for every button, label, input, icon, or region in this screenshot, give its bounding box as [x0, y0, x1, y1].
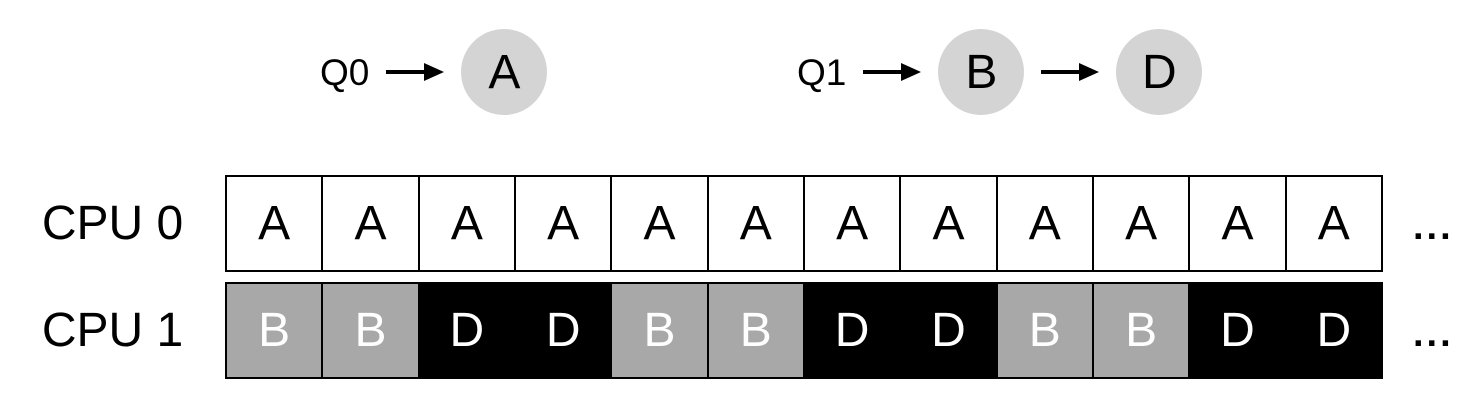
- timeslice-cell-d: D: [1284, 282, 1383, 379]
- timeslice-cell-a: A: [1284, 175, 1383, 272]
- arrow-line: [386, 70, 425, 74]
- timeslice-cell-d: D: [417, 282, 516, 379]
- timeslice-cell-d: D: [802, 282, 902, 379]
- arrow-line: [1041, 70, 1080, 74]
- queue-q1: Q1 B D: [797, 28, 1203, 116]
- timeslice-cell-b: B: [321, 282, 420, 379]
- timeslice-cell-b: B: [995, 282, 1094, 379]
- arrow-head: [424, 63, 445, 81]
- timeslice-cell-d: D: [513, 282, 613, 379]
- timeslice-cell-a: A: [513, 175, 613, 272]
- job-circle-b: B: [938, 29, 1025, 115]
- timeslice-cell-a: A: [225, 175, 324, 272]
- timeslice-cell-a: A: [802, 175, 902, 272]
- timeslice-cell-a: A: [1188, 175, 1287, 272]
- row-ellipsis: ...: [1413, 206, 1454, 248]
- arrow-head: [901, 63, 922, 81]
- timeslice-cell-a: A: [899, 175, 998, 272]
- queue-label: Q1: [797, 51, 847, 93]
- cpu-label: CPU 1: [41, 304, 184, 357]
- timeslice-cell-a: A: [417, 175, 516, 272]
- timeslice-cell-a: A: [1091, 175, 1191, 272]
- cpu-label: CPU 0: [41, 197, 184, 250]
- timeslice-cell-d: D: [1188, 282, 1287, 379]
- job-circle-a: A: [461, 29, 548, 115]
- queue-diagram: Q0 A Q1 B D: [0, 28, 1484, 116]
- arrow-line: [863, 70, 902, 74]
- arrow-right-icon: [863, 63, 922, 81]
- arrow-right-icon: [386, 63, 445, 81]
- timeslice-cell-b: B: [706, 282, 805, 379]
- row-ellipsis: ...: [1413, 313, 1454, 355]
- timeslice-cell-a: A: [995, 175, 1094, 272]
- queue-label: Q0: [320, 51, 370, 93]
- arrow-right-icon: [1041, 63, 1100, 81]
- timeslice-cell-b: B: [1091, 282, 1191, 379]
- timeslice-cell-b: B: [610, 282, 709, 379]
- timeslice-cell-a: A: [321, 175, 420, 272]
- timeslice-cell-b: B: [225, 282, 324, 379]
- job-circle-d: D: [1116, 29, 1203, 115]
- queue-q0: Q0 A: [320, 28, 548, 116]
- arrow-head: [1079, 63, 1100, 81]
- timeslice-cell-a: A: [610, 175, 709, 272]
- timeslice-cell-d: D: [899, 282, 998, 379]
- timeslice-cell-a: A: [706, 175, 805, 272]
